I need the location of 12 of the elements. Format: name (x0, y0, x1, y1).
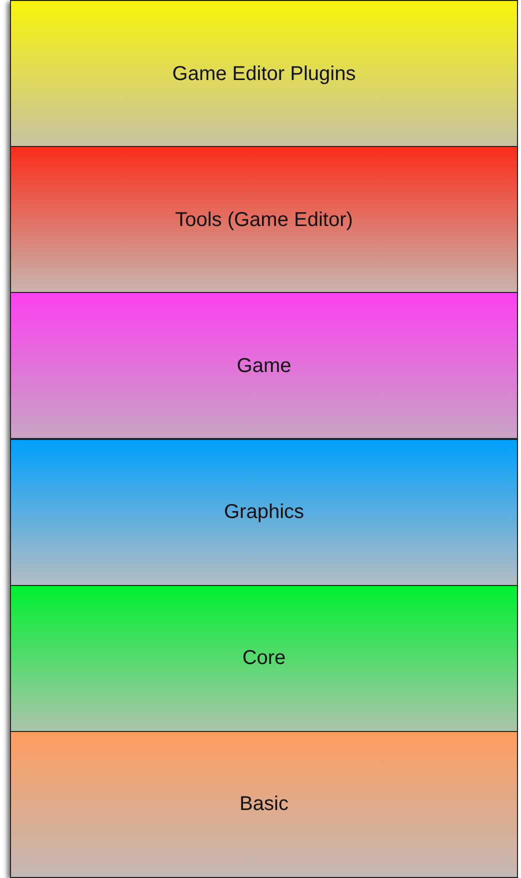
layer-label: Graphics (224, 500, 304, 524)
layer-label: Game Editor Plugins (172, 62, 356, 86)
layer-label: Tools (Game Editor) (175, 208, 353, 232)
layer-band (10, 292, 518, 440)
layer-label: Game (236, 354, 292, 378)
layer-band (10, 146, 518, 294)
layer-band (10, 0, 518, 148)
layer-label: Core (242, 646, 286, 670)
layer-label: Basic (240, 792, 288, 816)
layer-band (10, 584, 518, 732)
layer-band (10, 438, 518, 586)
layer-band (10, 730, 518, 878)
